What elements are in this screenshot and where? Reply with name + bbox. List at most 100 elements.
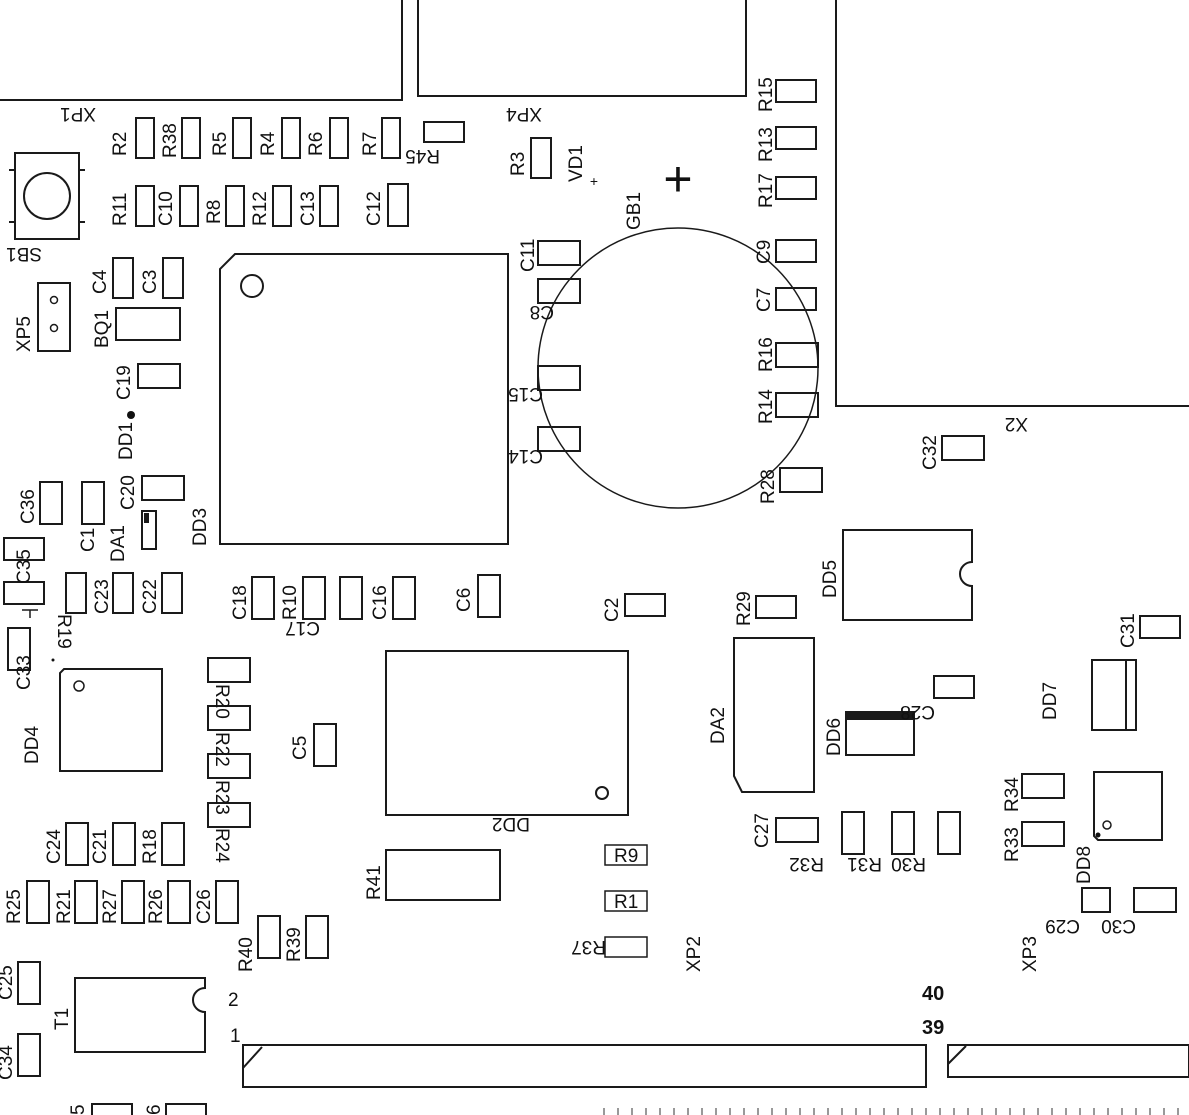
label-c35: C35: [14, 549, 35, 584]
label-c23: C23: [92, 579, 113, 614]
label-r13: R13: [756, 127, 777, 162]
label-r8: R8: [204, 200, 225, 224]
label-c17: C17: [285, 617, 320, 638]
label-c16: C16: [370, 585, 391, 620]
r1-pad: [604, 890, 648, 912]
label-r27: R27: [100, 889, 121, 924]
label-xp2: XP2: [684, 936, 705, 972]
label-dd8: DD8: [1074, 846, 1095, 884]
label-c32: C32: [920, 435, 941, 470]
label-c3: C3: [140, 270, 161, 294]
vd1-plus-sign: +: [590, 173, 598, 189]
da2-chip: [733, 637, 815, 793]
dd4-chip: [51, 658, 163, 772]
label-dd4: DD4: [22, 726, 43, 764]
label-pin-1: 1: [230, 1026, 241, 1047]
label-xp5: XP5: [14, 316, 35, 352]
xp5-header: [37, 282, 71, 352]
r37-pad: [604, 936, 648, 958]
label-c13: C13: [298, 191, 319, 226]
label-r30: R30: [891, 853, 926, 874]
label-r19: R19: [53, 614, 74, 649]
label-gb1: GB1: [624, 192, 645, 230]
label-pin-40: 40: [922, 983, 944, 1005]
label-c31: C31: [1118, 613, 1139, 648]
label-c24: C24: [44, 829, 65, 864]
label-da2: DA2: [708, 707, 729, 744]
label-r32: R32: [789, 853, 824, 874]
label-c12: C12: [364, 191, 385, 226]
label-xp1: XP1: [60, 103, 96, 124]
label-c7: C7: [754, 288, 775, 312]
label-r39: R39: [284, 927, 305, 962]
label-r15: R15: [756, 77, 777, 112]
r9-pad: [604, 844, 648, 866]
label-c26: C26: [194, 889, 215, 924]
label-r9: R9: [614, 846, 638, 867]
xp3-connector: [947, 1044, 1189, 1078]
label-c27: C27: [752, 813, 773, 848]
dd8-chip: [1093, 771, 1163, 841]
label-dd7: DD7: [1040, 682, 1061, 720]
label-r31: R31: [847, 853, 882, 874]
label-x2: X2: [1005, 413, 1028, 434]
label-c30: C30: [1101, 915, 1136, 936]
label-r1: R1: [614, 892, 638, 913]
dd5-chip: [842, 529, 973, 621]
label-c10: C10: [156, 191, 177, 226]
t1-transformer: [74, 977, 206, 1053]
xp2-connector: [242, 1044, 927, 1088]
label-sb1: SB1: [6, 243, 42, 264]
label-r17: R17: [756, 173, 777, 208]
label-pin-2: 2: [228, 990, 239, 1011]
label-r38: R38: [160, 123, 181, 158]
label-c34: C34: [0, 1045, 17, 1080]
dd2-chip: [385, 650, 629, 816]
label-r40: R40: [236, 937, 257, 972]
label-r41: R41: [364, 865, 385, 900]
da1-chip: [141, 510, 157, 550]
label-r37: R37: [571, 936, 606, 957]
label-r22: R22: [211, 732, 232, 767]
reference-designators: X2 XP4 XP1 SB1 R45 C8 C15 C14 C17 DD2 C2…: [0, 77, 1139, 1115]
gb1-battery-outline: [537, 227, 819, 509]
label-r2: R2: [110, 132, 131, 156]
label-c33: C33: [14, 655, 35, 690]
x1-connector-outline: [0, 0, 403, 101]
label-c5: C5: [290, 736, 311, 760]
label-c2: C2: [602, 598, 623, 622]
label-r26: R26: [146, 889, 167, 924]
label-c9: C9: [754, 240, 775, 264]
label-c8: C8: [530, 301, 554, 322]
label-c28: C28: [900, 701, 935, 722]
label-r10: R10: [280, 585, 301, 620]
label-xp3: XP3: [1020, 936, 1041, 972]
label-r7: R7: [360, 132, 381, 156]
label-c29: C29: [1045, 915, 1080, 936]
label-c19: C19: [114, 365, 135, 400]
label-c18: C18: [230, 585, 251, 620]
label-pin-6: 6: [144, 1104, 165, 1115]
label-c20: C20: [118, 475, 139, 510]
label-bq1: BQ1: [92, 310, 113, 348]
xp1-connector-outline: [417, 0, 747, 97]
bottom-edge-ticks: [603, 1108, 1179, 1115]
r19-mark: [22, 609, 38, 618]
label-dd5: DD5: [820, 560, 841, 598]
x2-connector-outline: [835, 0, 1189, 407]
label-r45: R45: [405, 145, 440, 166]
dd6-chip: [845, 711, 915, 756]
label-r33: R33: [1002, 827, 1023, 862]
label-t1: T1: [52, 1008, 73, 1030]
label-r6: R6: [306, 132, 327, 156]
dd1-pin-marker: [127, 411, 135, 419]
label-xp4: XP4: [506, 103, 542, 124]
label-r14: R14: [756, 389, 777, 424]
label-r12: R12: [250, 191, 271, 226]
label-r24: R24: [211, 828, 232, 863]
label-r28: R28: [758, 469, 779, 504]
label-c22: C22: [140, 579, 161, 614]
label-c6: C6: [454, 588, 475, 612]
passive-pads: [3, 79, 1181, 1115]
